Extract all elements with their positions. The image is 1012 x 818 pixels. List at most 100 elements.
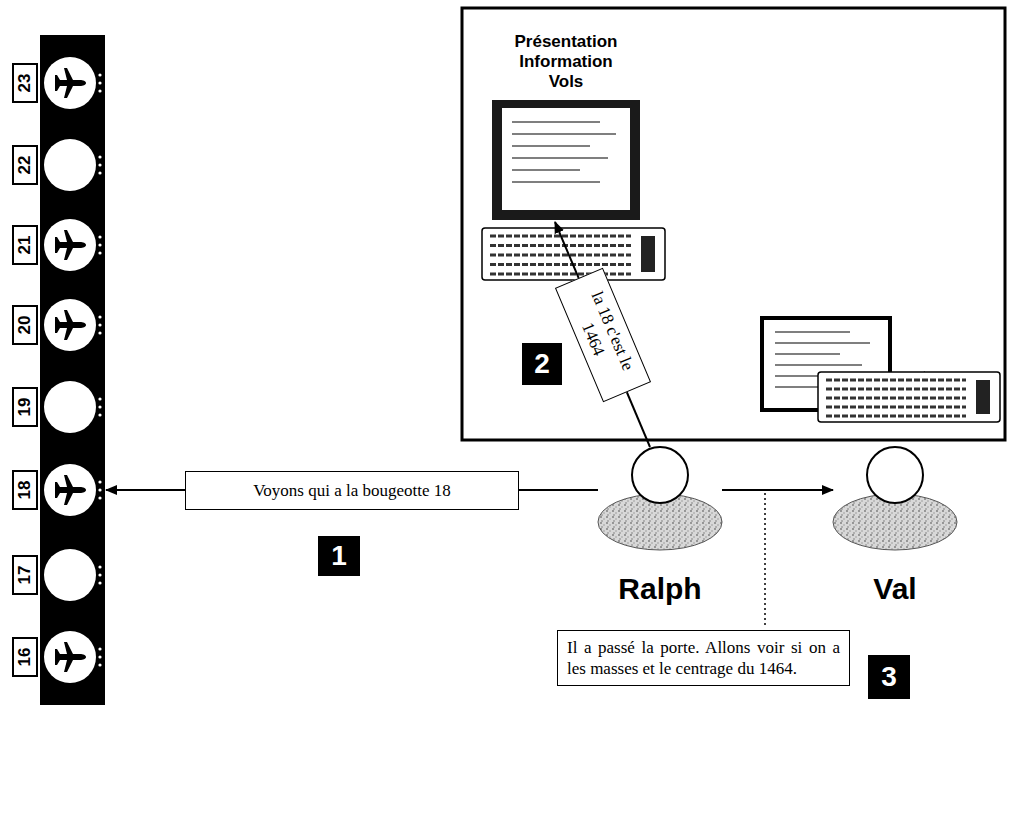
key-row [826,397,966,400]
gate-dot [98,81,101,84]
gate-number: 22 [16,156,34,175]
screen-line [775,364,862,366]
gate-dot [98,73,101,76]
key-row [826,415,966,418]
monitor-frame [492,100,640,220]
gate-dot [98,163,101,166]
screen-line [775,331,850,333]
gate-number-box: 20 [12,305,38,345]
speech-text: la 18 c'est le 1464 [562,276,643,394]
gate-dot [98,565,101,568]
gate-number-box: 17 [12,555,38,595]
gate-number: 23 [16,74,34,93]
gate-dot [98,251,101,254]
screen-line [512,133,616,135]
gate-circle [44,219,96,271]
gate-dot [98,488,101,491]
gate-number-box: 23 [12,63,38,103]
gate-dot [98,89,101,92]
gate-number: 20 [16,316,34,335]
key-row [826,406,966,409]
screen-line [775,353,840,355]
gate-dot [98,647,101,650]
gate-dot [98,315,101,318]
screen-line [775,342,870,344]
airplane-icon [55,642,86,672]
gate-row: 17 [10,553,106,597]
person-head [632,447,688,503]
screen-heading: Présentation Information Vols [504,32,628,92]
person-name: Val [833,571,957,607]
airplane-icon [55,68,86,98]
gate-number: 17 [16,566,34,585]
gate-strip [40,35,105,705]
screen-line [512,145,590,147]
key-row [826,379,966,382]
gate-dot [98,480,101,483]
gate-row: 16 [10,635,106,679]
gate-number-box: 22 [12,145,38,185]
leader-line [764,493,766,627]
gate-circle [44,57,96,109]
gate-row: 22 [10,143,106,187]
speech-box: Voyons qui a la bougeotte 18 [185,471,519,510]
panel-frame [462,8,1005,440]
flight-info-screen: Présentation Information Vols [488,30,644,222]
keypad [976,380,990,414]
callout-number: 2 [522,343,562,385]
gate-dot [98,323,101,326]
callout-number: 3 [868,655,910,699]
gate-dot [98,413,101,416]
gate-dot [98,171,101,174]
gate-number-box: 18 [12,470,38,510]
screen-line [512,157,608,159]
gate-dot [98,655,101,658]
person-head [867,447,923,503]
callout-number-text: 2 [534,348,550,380]
gate-circle [44,139,96,191]
gate-circle [44,631,96,683]
gate-dot [98,243,101,246]
gate-dot [98,331,101,334]
gate-dot [98,573,101,576]
callout-number-text: 1 [331,540,347,572]
airplane-icon [55,475,86,505]
keyboard [482,228,665,280]
speech-text: Voyons qui a la bougeotte 18 [252,480,452,501]
gate-row: 23 [10,61,106,105]
speech-text: Il a passé la porte. Allons voir si on a… [567,637,840,679]
gate-row: 19 [10,385,106,429]
gate-number-box: 19 [12,387,38,427]
screen-line [512,181,600,183]
gate-dot [98,397,101,400]
key-row [490,244,631,247]
person: Ralph [598,447,722,607]
key-row [490,254,631,257]
callout-number: 1 [318,536,360,576]
gate-dot [98,405,101,408]
key-row [826,388,966,391]
gate-dot [98,581,101,584]
airplane-icon [55,230,86,260]
screen-line [512,121,600,123]
gate-row: 18 [10,468,106,512]
connector-arrow [722,489,833,491]
monitor-screen [502,108,630,210]
gate-number: 18 [16,481,34,500]
gate-number: 21 [16,236,34,255]
gate-number: 16 [16,648,34,667]
gate-circle [44,299,96,351]
connector-arrow [555,222,650,447]
gate-dot [98,663,101,666]
airplane-icon [55,310,86,340]
keypad [641,236,655,272]
gate-circle [44,549,96,601]
gate-dot [98,235,101,238]
person-name: Ralph [598,571,722,607]
gate-circle [44,464,96,516]
person: Val [833,447,957,607]
screen-line [512,169,580,171]
gate-number-box: 21 [12,225,38,265]
